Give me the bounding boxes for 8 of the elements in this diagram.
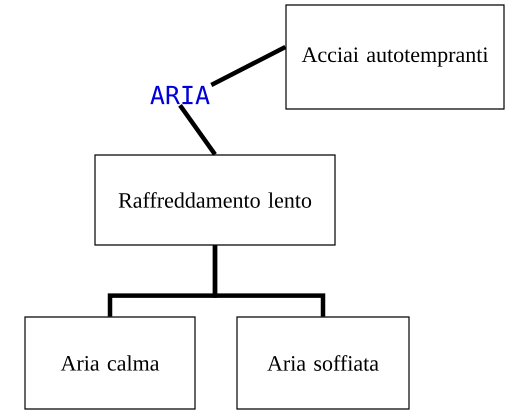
process-box: Acciai autotempranti: [285, 4, 505, 110]
bare-label: ARIA: [150, 86, 210, 104]
process-box: Aria calma: [24, 316, 196, 410]
connector-line: [210, 45, 286, 87]
connector-line: [212, 246, 326, 316]
process-box: Raffreddamento lento: [94, 154, 336, 246]
process-box: Aria soffiata: [236, 316, 410, 410]
connector-line: [178, 104, 217, 156]
